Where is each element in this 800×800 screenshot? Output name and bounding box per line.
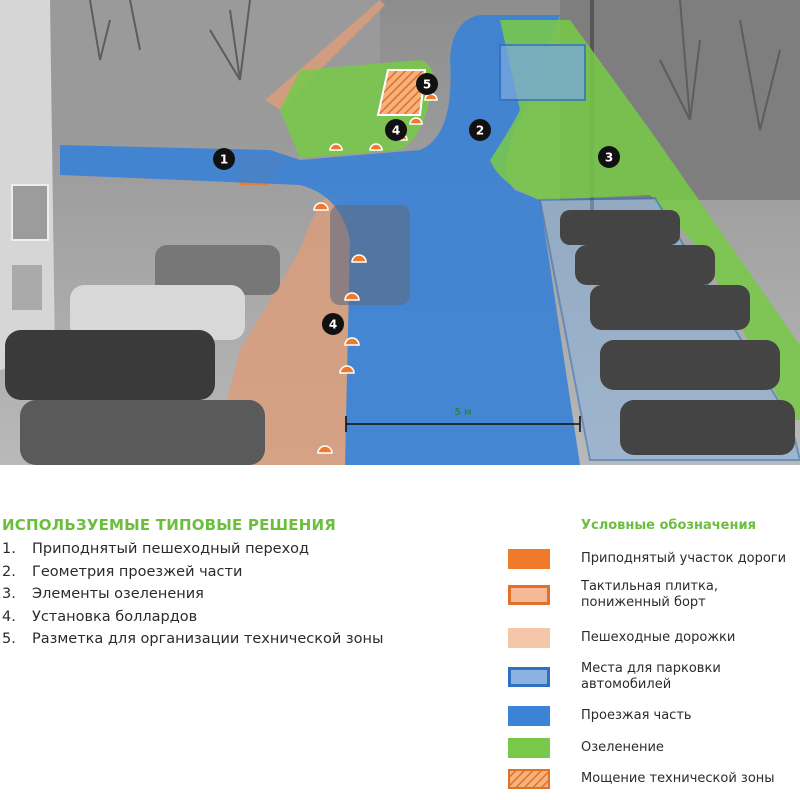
legend-label: Пешеходные дорожки [581,630,736,645]
solutions-title: ИСПОЛЬЗУЕМЫЕ ТИПОВЫЕ РЕШЕНИЯ [2,516,336,534]
legend: Условные обозначения Приподнятый участок… [508,518,800,789]
legend-swatch-technical-zone [508,769,550,789]
marker-3-label: 3 [605,151,613,165]
solution-text: Разметка для организации технической зон… [32,631,384,647]
legend-title: Условные обозначения [581,518,756,533]
solution-number: 2. [2,563,16,580]
legend-label: Проезжая часть [581,708,692,723]
solution-item: 4. Установка боллардов [2,606,482,629]
solution-text: Геометрия проезжей части [32,563,243,580]
building-window [11,184,49,241]
solution-item: 1. Приподнятый пешеходный переход [2,538,482,561]
legend-item-roadway: Проезжая часть [508,706,800,726]
parked-cars [5,205,795,465]
parking-top [499,44,586,101]
marker-5-label: 5 [423,78,431,92]
legend-item-greenery: Озеленение [508,738,800,758]
legend-swatch-raised-road [508,549,550,569]
solution-item: 5. Разметка для организации технической з… [2,628,482,651]
marker-1-label: 1 [220,153,228,167]
tree-silhouettes [89,0,781,131]
legend-item-tactile: Тактильная плитка, пониженный борт [508,579,800,611]
greenery-right [490,20,800,420]
legend-swatch-tactile [508,585,550,605]
legend-label: Озеленение [581,740,664,755]
legend-item-pedestrian: Пешеходные дорожки [508,628,800,648]
legend-swatch-pedestrian [508,628,550,648]
legend-label: Тактильная плитка, пониженный борт [581,579,718,610]
marker-2: 2 [469,119,491,141]
solution-number: 4. [2,608,16,625]
dimension-label: 5 м [454,407,471,418]
legend-item-raised-road: Приподнятый участок дороги [508,549,800,569]
roadway [60,15,580,465]
legend-swatch-roadway [508,706,550,726]
solution-item: 2. Геометрия проезжей части [2,561,482,584]
marker-2-label: 2 [476,124,484,138]
solution-item: 3. Элементы озеленения [2,583,482,606]
building-window [12,265,42,310]
marker-3: 3 [598,146,620,168]
solution-number: 5. [2,631,16,647]
technical-zone [376,69,427,116]
legend-swatch-greenery [508,738,550,758]
solution-number: 1. [2,541,16,557]
legend-swatch-parking [508,667,550,687]
solution-text: Элементы озеленения [32,586,204,602]
marker-4-upper-label: 4 [392,124,400,138]
legend-item-technical-zone: Мощение технической зоны [508,769,800,789]
marker-4-lower-label: 4 [329,318,337,332]
legend-item-parking: Места для парковки автомобилей [508,661,800,693]
solutions-list: 1. Приподнятый пешеходный переход 2. Геоме… [2,538,482,651]
pedestrian-walkway [210,195,351,465]
bollards [313,93,438,454]
site-plan-illustration: 5 м 1 2 3 4 4 5 [0,0,800,465]
marker-4-upper: 4 [385,119,407,141]
legend-label: Приподнятый участок дороги [581,551,787,566]
legend-label: Мощение технической зоны [581,771,775,786]
marker-4-lower: 4 [322,313,344,335]
legend-label: Места для парковки автомобилей [581,661,721,692]
solution-number: 3. [2,586,16,602]
solutions-section: ИСПОЛЬЗУЕМЫЕ ТИПОВЫЕ РЕШЕНИЯ 1. Приподнят… [2,516,482,651]
solution-text: Приподнятый пешеходный переход [32,541,310,557]
dimension-line [345,416,581,432]
marker-1: 1 [213,148,235,170]
marker-5: 5 [416,73,438,95]
solution-text: Установка боллардов [32,608,198,625]
